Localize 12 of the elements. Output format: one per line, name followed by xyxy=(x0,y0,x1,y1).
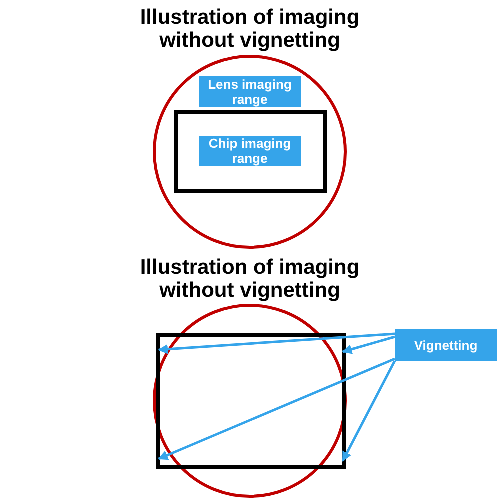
leader-arrow xyxy=(158,358,396,460)
label-tag: Chip imaging range xyxy=(199,136,301,166)
lens-circle xyxy=(153,304,347,498)
diagram-title: Illustration of imaging without vignetting xyxy=(139,6,361,52)
leader-arrow xyxy=(158,332,396,354)
sensor-rectangle xyxy=(174,110,327,193)
section-heading: Illustration of imaging without vignetting xyxy=(139,256,361,302)
label-tag: Lens imaging range xyxy=(199,76,301,107)
lens-circle xyxy=(153,55,347,249)
leader-arrow xyxy=(342,360,396,462)
leader-arrow xyxy=(342,336,396,354)
label-tag: Vignetting xyxy=(395,329,497,361)
